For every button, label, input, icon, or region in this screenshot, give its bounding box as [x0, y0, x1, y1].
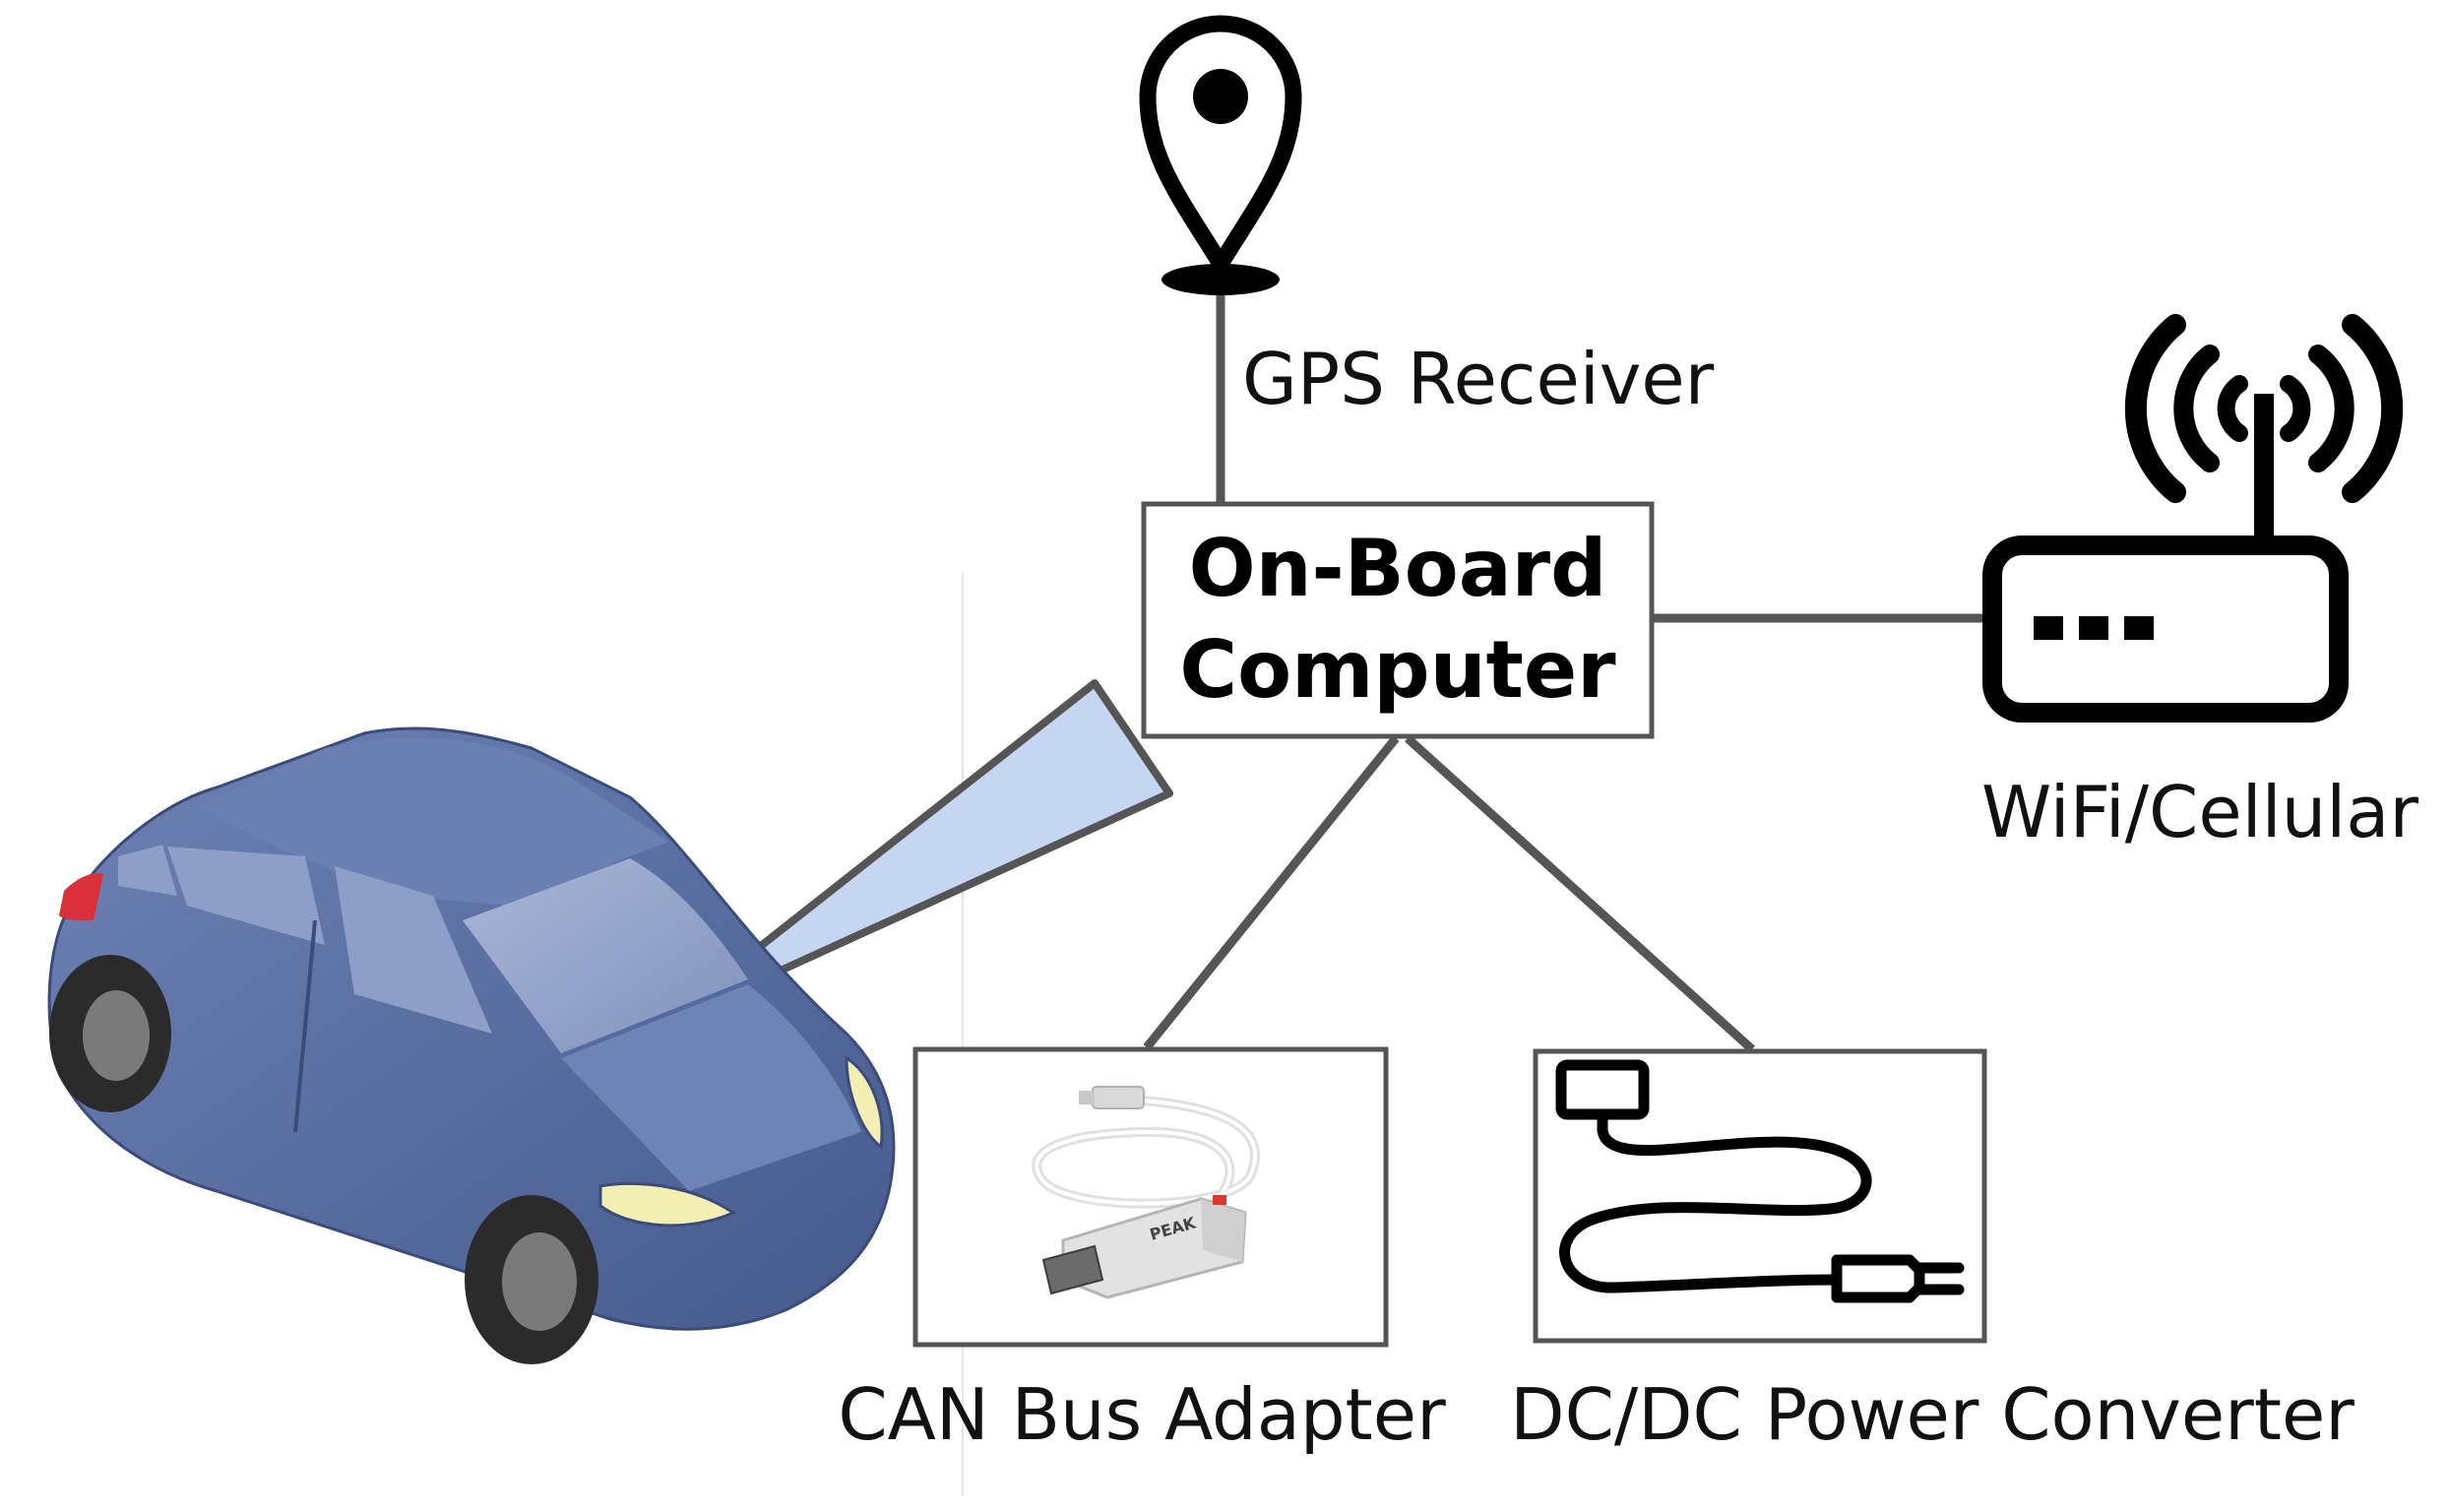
- can-bus-adapter-photo: PEAK: [1032, 1086, 1260, 1299]
- onboard-computer-label-line2: Computer: [1179, 624, 1616, 716]
- gps-receiver-label: GPS Receiver: [1242, 338, 1715, 420]
- onboard-computer-box: [1141, 501, 1655, 739]
- can-bus-adapter-label: CAN Bus Adapter: [838, 1373, 1446, 1456]
- map-pin-icon: [1139, 15, 1302, 295]
- wifi-cellular-label: WiFi/Cellular: [1981, 771, 2418, 853]
- can-bus-adapter-box: [912, 1046, 1389, 1348]
- car-illustration: [47, 726, 896, 1364]
- connectors: [1143, 285, 1983, 1053]
- router-icon: [1982, 314, 2404, 723]
- connection-beam: [656, 679, 1173, 1030]
- connector-dc-dc: [1404, 734, 1756, 1053]
- dc-dc-converter-label: DC/DC Power Converter: [1510, 1373, 2355, 1456]
- onboard-computer-label-line1: On-Board: [1189, 523, 1607, 614]
- connector-can-bus: [1143, 735, 1400, 1050]
- power-plug-icon: [1555, 1059, 1965, 1303]
